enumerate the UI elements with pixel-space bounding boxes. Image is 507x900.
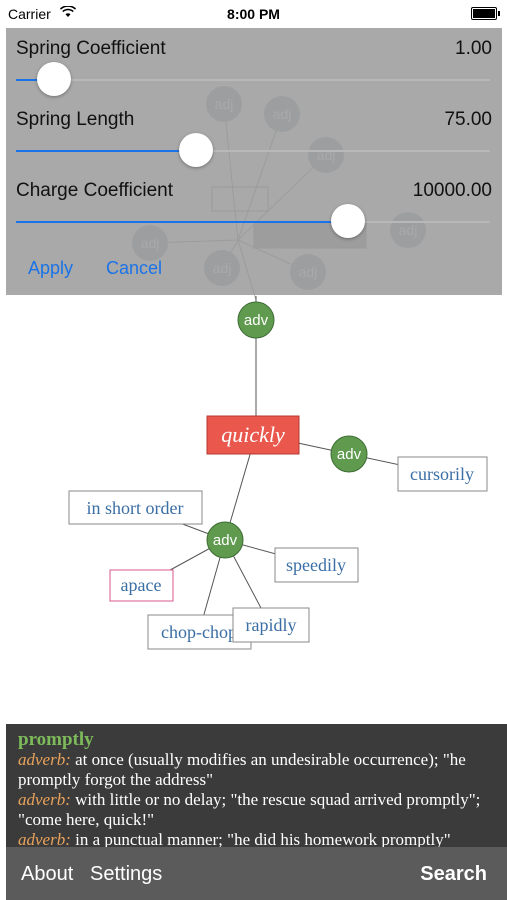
- synonym-node-in-short-order[interactable]: in short order: [68, 490, 203, 525]
- definition-entry: adverb: in a punctual manner; "he did hi…: [18, 830, 499, 848]
- setting-label: Spring Coefficient: [16, 38, 166, 59]
- definition-pos: adverb:: [18, 750, 71, 769]
- synonym-label: speedily: [286, 555, 346, 575]
- definition-entry: adverb: with little or no delay; "the re…: [18, 790, 499, 830]
- adv-node[interactable]: adv: [206, 521, 244, 559]
- about-button[interactable]: About: [21, 863, 74, 885]
- battery-level: [473, 9, 495, 18]
- slider-thumb[interactable]: [330, 204, 365, 238]
- apply-button[interactable]: Apply: [28, 258, 74, 278]
- synonym-node-apace[interactable]: apace: [109, 569, 174, 602]
- definition-panel[interactable]: promptly adverb: at once (usually modifi…: [6, 724, 507, 848]
- definition-text: at once (usually modifies an undesirable…: [18, 750, 466, 789]
- synonym-label: in short order: [87, 498, 184, 518]
- center-word-node[interactable]: quickly: [206, 415, 300, 455]
- definition-text: with little or no delay; "the rescue squ…: [18, 790, 481, 829]
- definition-pos: adverb:: [18, 790, 71, 809]
- adv-node[interactable]: adv: [330, 435, 368, 473]
- spring-length-slider[interactable]: [16, 133, 490, 167]
- adv-node-label: adv: [213, 532, 238, 549]
- synonym-label: rapidly: [246, 615, 297, 635]
- charge-coefficient-slider[interactable]: [16, 204, 490, 238]
- wifi-icon: [60, 6, 76, 17]
- status-time: 8:00 PM: [227, 6, 280, 22]
- setting-label: Spring Length: [16, 109, 135, 130]
- cancel-button[interactable]: Cancel: [106, 258, 163, 278]
- settings-panel: Spring Coefficient 1.00 Spring Length 75…: [6, 26, 502, 295]
- spring-length-setting: Spring Length 75.00: [6, 99, 502, 167]
- charge-coefficient-setting: Charge Coefficient 10000.00: [6, 170, 502, 238]
- definition-entry: adverb: at once (usually modifies an und…: [18, 750, 499, 790]
- slider-thumb[interactable]: [36, 62, 71, 96]
- spring-coefficient-setting: Spring Coefficient 1.00: [6, 28, 502, 96]
- center-word-label: quickly: [221, 422, 285, 447]
- settings-button[interactable]: Settings: [90, 863, 163, 885]
- setting-value: 1.00: [455, 38, 492, 59]
- synonym-node-cursorily[interactable]: cursorily: [397, 456, 488, 492]
- adv-node[interactable]: adv: [237, 301, 275, 339]
- setting-value: 75.00: [444, 109, 492, 130]
- battery-icon: [471, 7, 500, 20]
- status-bar: Carrier 8:00 PM: [0, 0, 507, 28]
- definition-pos: adverb:: [18, 830, 71, 848]
- synonym-label: apace: [121, 575, 162, 595]
- setting-label: Charge Coefficient: [16, 180, 174, 201]
- synonym-node-rapidly[interactable]: rapidly: [232, 607, 310, 643]
- slider-fill: [16, 79, 54, 81]
- bottom-toolbar: About Settings Search: [6, 847, 507, 900]
- carrier-label: Carrier: [8, 6, 51, 22]
- adv-node-label: adv: [337, 446, 362, 463]
- synonym-node-speedily[interactable]: speedily: [274, 547, 359, 583]
- setting-value: 10000.00: [412, 180, 492, 201]
- search-button[interactable]: Search: [420, 863, 487, 885]
- synonym-label: cursorily: [410, 464, 474, 484]
- slider-fill: [16, 150, 197, 152]
- adv-node-label: adv: [244, 312, 269, 329]
- slider-fill: [16, 221, 348, 223]
- spring-coefficient-slider[interactable]: [16, 62, 490, 96]
- slider-thumb[interactable]: [179, 133, 214, 167]
- definition-text: in a punctual manner; "he did his homewo…: [75, 830, 451, 848]
- synonym-label: chop-chop: [161, 622, 237, 642]
- definition-word: promptly: [18, 729, 94, 750]
